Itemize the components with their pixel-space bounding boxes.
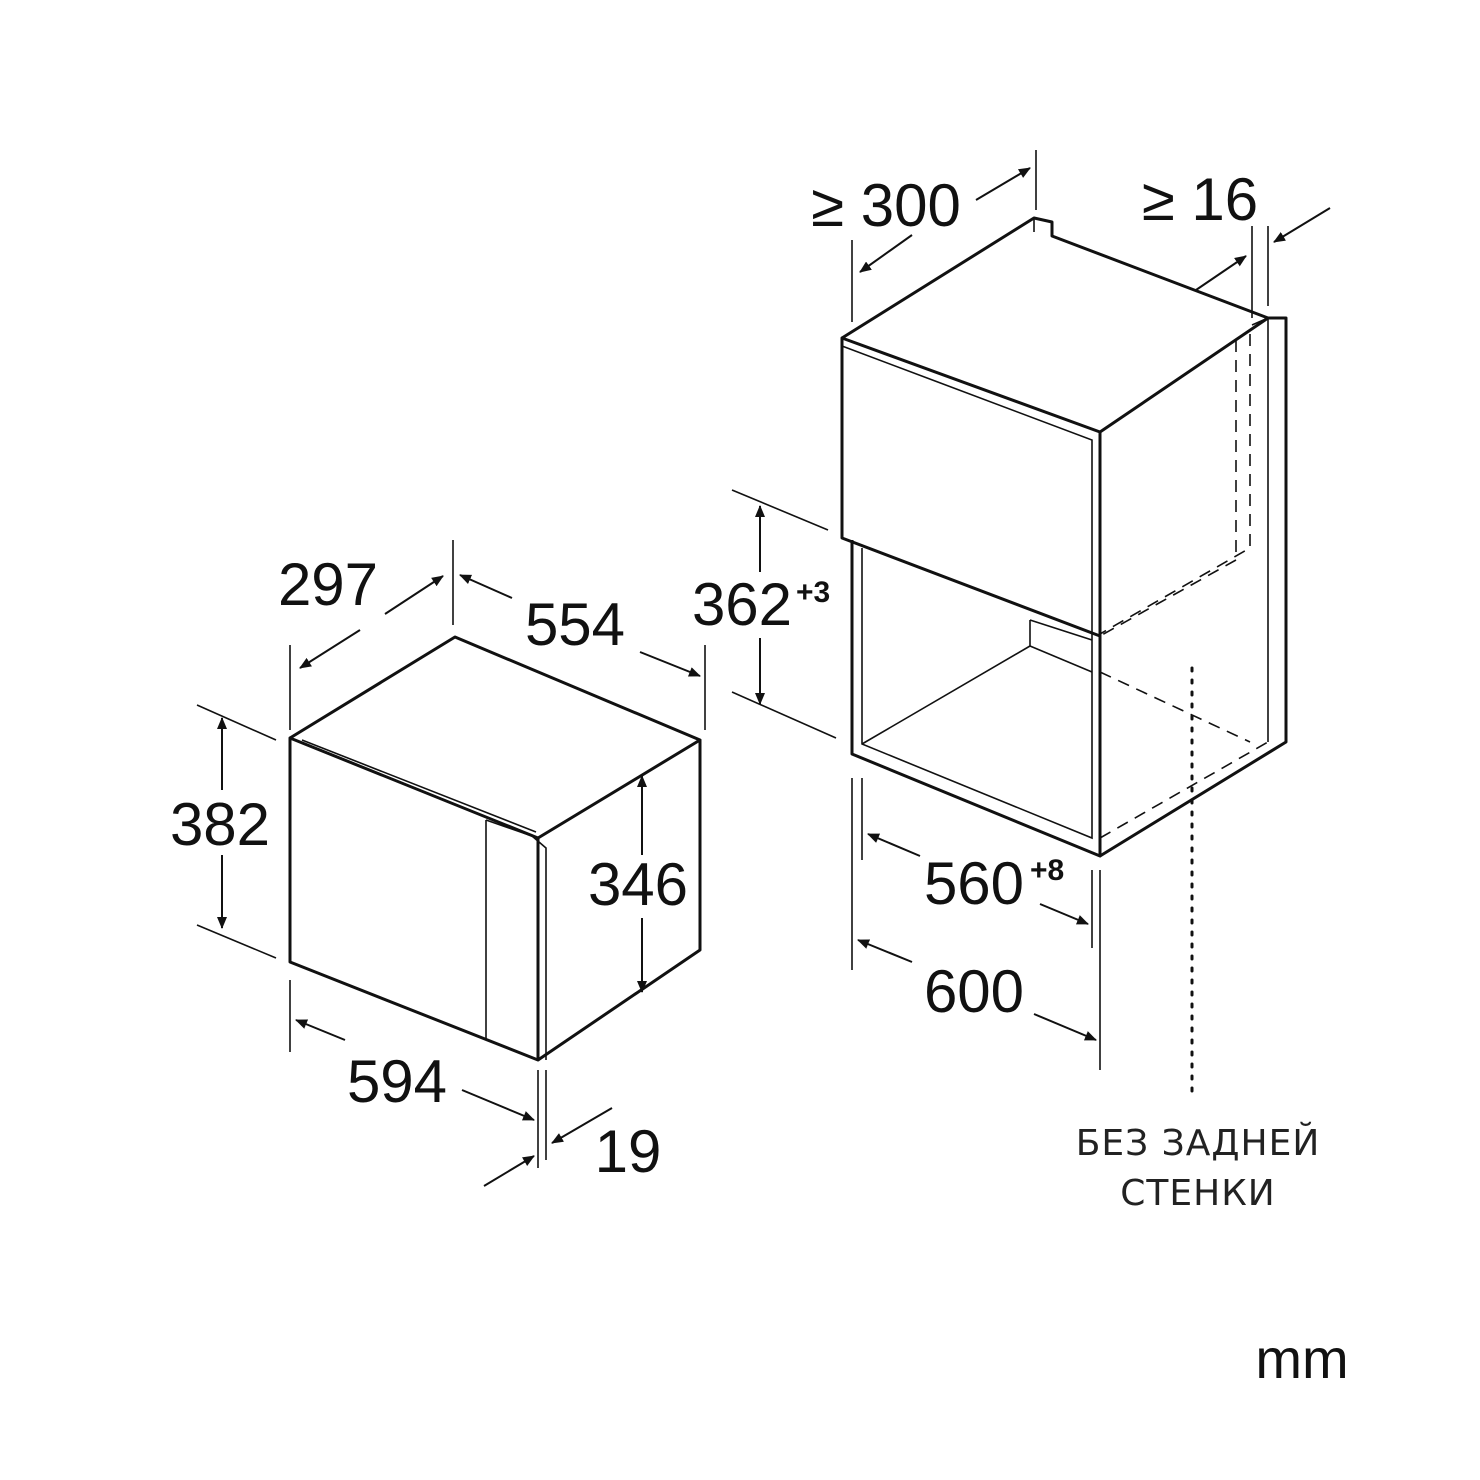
dim-niche-rear-gap-min: ≥ 16 [1142,166,1258,233]
niche-dimension-labels: ≥ 300 ≥ 300 ≥ 16 362 +3 560 +8 600 [692,166,1258,1025]
dim-appliance-height-total: 382 [170,791,270,858]
dim-niche-cabinet-width: 600 [924,958,1024,1025]
note-no-back-wall-line2: СТЕНКИ [1120,1173,1275,1214]
dim-appliance-front-frame: 19 [595,1118,662,1185]
appliance-dimension-labels: 297 554 382 346 594 19 [170,551,688,1185]
dim-appliance-depth-total: 297 [278,551,378,618]
appliance-drawing [288,635,702,1062]
niche-drawing [840,216,1288,1102]
dim-niche-opening-width-tolerance: +8 [1030,854,1064,887]
dim-niche-depth-min-text: ≥ 300 [811,172,961,239]
dim-niche-opening-height: 362 [692,571,792,638]
niche-dimension-lines [731,150,1331,1070]
dim-appliance-depth-body: 554 [525,591,625,658]
note-no-back-wall-line1: БЕЗ ЗАДНЕЙ [1076,1122,1321,1164]
dim-niche-opening-width: 560 [924,850,1024,917]
dim-appliance-height-body: 346 [588,851,688,918]
dim-niche-opening-height-tolerance: +3 [796,576,830,609]
unit-label: mm [1255,1327,1348,1390]
appliance-dimension-lines [196,540,706,1187]
dim-appliance-width-total: 594 [347,1048,447,1115]
